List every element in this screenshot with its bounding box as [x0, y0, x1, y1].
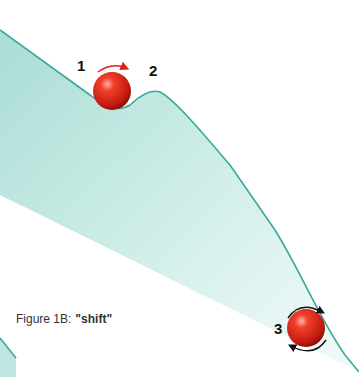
callout-number: 3 — [274, 320, 282, 337]
figure-caption: Figure 1B: — [16, 312, 71, 326]
landscape-curve — [0, 30, 359, 372]
ball — [93, 72, 131, 110]
next-figure-curve — [0, 338, 16, 358]
callout-number: 2 — [149, 62, 157, 79]
callout-number: 1 — [77, 57, 85, 74]
motion-arrow — [98, 66, 126, 72]
rotation-arrow — [288, 307, 322, 318]
energy-surface — [0, 30, 359, 372]
rotation-arrow — [291, 340, 326, 351]
next-figure-surface — [0, 338, 16, 377]
ball — [287, 309, 325, 347]
figure-caption-title: "shift" — [75, 312, 112, 326]
